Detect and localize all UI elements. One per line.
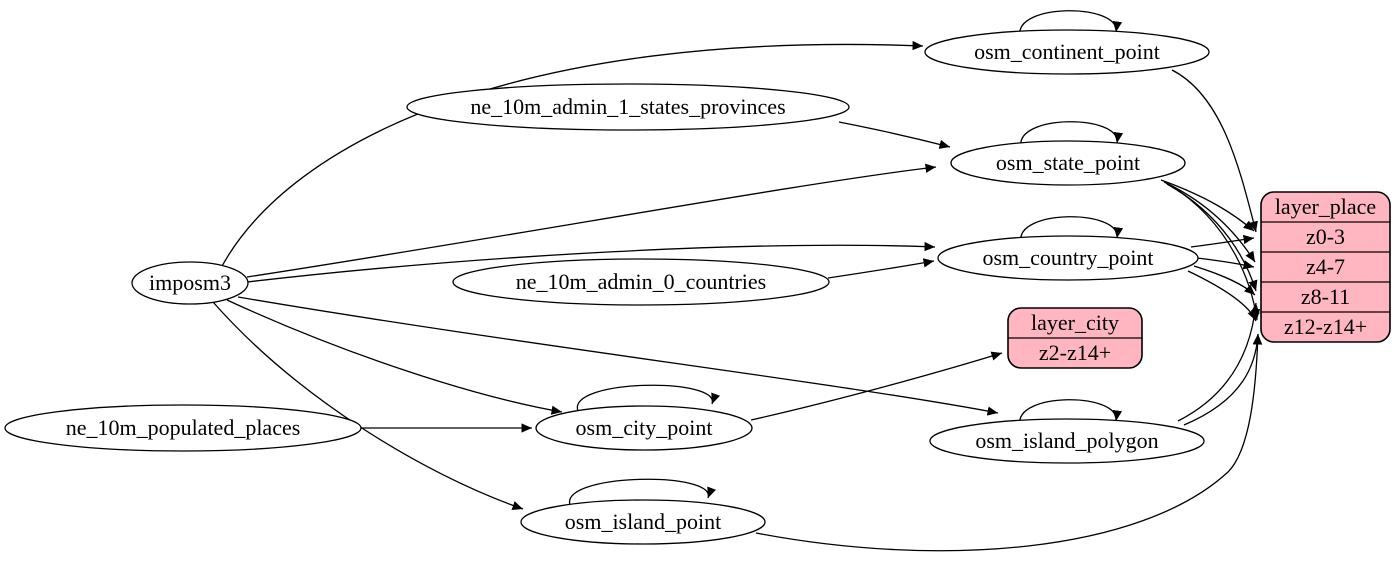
- node-label-osm_state_point: osm_state_point: [996, 150, 1140, 175]
- record-layer_city: layer_city z2-z14+: [1007, 307, 1143, 369]
- node-osm_island_polygon: osm_island_polygon: [929, 418, 1205, 464]
- record-row-layer_city-layer_city: layer_city: [1031, 310, 1119, 335]
- node-label-osm_city_point: osm_city_point: [576, 415, 713, 440]
- record-row-layer_place-z8-11: z8-11: [1301, 284, 1350, 309]
- edge-ne_10m_admin_0_countries-to-osm_country_point: [827, 258, 935, 279]
- node-shape-osm_country_point: [937, 235, 1199, 281]
- edge-osm_country_point-to-layer_place-z0-3: [1190, 234, 1255, 248]
- edge-osm_state_point-to-layer_place-z8-11: [1166, 183, 1258, 292]
- node-label-ne_10m_populated_places: ne_10m_populated_places: [66, 415, 301, 440]
- record-shape-layer_place: [1260, 191, 1391, 343]
- record-row-layer_place-z12-z14+: z12-z14+: [1284, 314, 1367, 339]
- nodes-layer: imposm3 ne_10m_admin_1_states_provincesne…: [4, 29, 1391, 545]
- node-osm_country_point: osm_country_point: [937, 235, 1199, 281]
- node-shape-osm_state_point: [950, 140, 1186, 186]
- self-loop-osm_country_point: [1020, 216, 1124, 243]
- edges-layer: [212, 10, 1263, 552]
- node-osm_state_point: osm_state_point: [950, 140, 1186, 186]
- record-row-layer_city-z2-z14+: z2-z14+: [1039, 340, 1111, 365]
- node-shape-osm_island_polygon: [929, 418, 1205, 464]
- node-shape-osm_city_point: [535, 405, 753, 451]
- self-loop-osm_island_point: [569, 478, 717, 506]
- edge-imposm3-to-osm_state_point: [246, 163, 937, 278]
- edge-imposm3-to-osm_island_polygon: [237, 296, 999, 416]
- node-label-ne_10m_admin_0_countries: ne_10m_admin_0_countries: [516, 269, 767, 294]
- edge-osm_country_point-to-layer_place-z8-11: [1193, 265, 1256, 296]
- edge-osm_city_point-to-layer_city-z2-z14+: [750, 351, 1003, 421]
- node-ne_10m_admin_0_countries: ne_10m_admin_0_countries: [452, 258, 830, 306]
- node-label-ne_10m_admin_1_states_provinces: ne_10m_admin_1_states_provinces: [470, 94, 785, 119]
- node-shape-imposm3: [131, 261, 249, 305]
- edge-osm_state_point-to-layer_place-z4-7: [1163, 181, 1256, 263]
- edge-ne_10m_admin_1_states_provinces-to-osm_state_point: [838, 121, 951, 149]
- edge-imposm3-to-osm_island_point: [212, 301, 524, 510]
- edge-osm_island_polygon-to-layer_place-z8-11: [1177, 302, 1260, 422]
- self-loop-osm_city_point: [577, 384, 721, 412]
- node-label-osm_continent_point: osm_continent_point: [974, 39, 1160, 64]
- node-shape-ne_10m_admin_0_countries: [452, 258, 830, 306]
- node-label-osm_island_polygon: osm_island_polygon: [975, 428, 1158, 453]
- node-imposm3: imposm3: [131, 261, 249, 305]
- node-osm_city_point: osm_city_point: [535, 405, 753, 451]
- edge-imposm3-to-osm_city_point: [226, 299, 563, 415]
- record-row-layer_place-z0-3: z0-3: [1306, 224, 1345, 249]
- node-label-osm_country_point: osm_country_point: [982, 245, 1153, 270]
- node-osm_island_point: osm_island_point: [520, 499, 766, 545]
- node-label-imposm3: imposm3: [149, 270, 231, 295]
- node-shape-ne_10m_populated_places: [4, 404, 362, 452]
- record-row-layer_place-layer_place: layer_place: [1275, 194, 1376, 219]
- self-loop-osm_state_point: [1020, 121, 1124, 148]
- node-ne_10m_admin_1_states_provinces: ne_10m_admin_1_states_provinces: [406, 83, 850, 131]
- record-layer_place: layer_place z0-3 z4-7 z8-11 z12-z14+: [1260, 191, 1391, 343]
- node-ne_10m_populated_places: ne_10m_populated_places: [4, 404, 362, 452]
- node-label-osm_island_point: osm_island_point: [565, 509, 721, 534]
- node-osm_continent_point: osm_continent_point: [924, 29, 1210, 75]
- node-shape-osm_continent_point: [924, 29, 1210, 75]
- edge-osm_island_point-to-layer_place-z12-z14+: [755, 333, 1263, 552]
- self-loop-osm_continent_point: [1019, 10, 1123, 37]
- edge-imposm3-to-osm_country_point: [246, 241, 936, 283]
- edge-osm_continent_point-to-layer_place-z0-3: [1171, 69, 1258, 233]
- node-shape-osm_island_point: [520, 499, 766, 545]
- record-row-layer_place-z4-7: z4-7: [1306, 254, 1345, 279]
- edge-osm_state_point-to-layer_place-z0-3: [1160, 179, 1255, 232]
- edge-imposm3-to-osm_continent_point: [220, 40, 924, 269]
- node-shape-ne_10m_admin_1_states_provinces: [406, 83, 850, 131]
- self-loop-osm_island_polygon: [1019, 399, 1123, 426]
- edge-osm_country_point-to-layer_place-z4-7: [1196, 257, 1255, 270]
